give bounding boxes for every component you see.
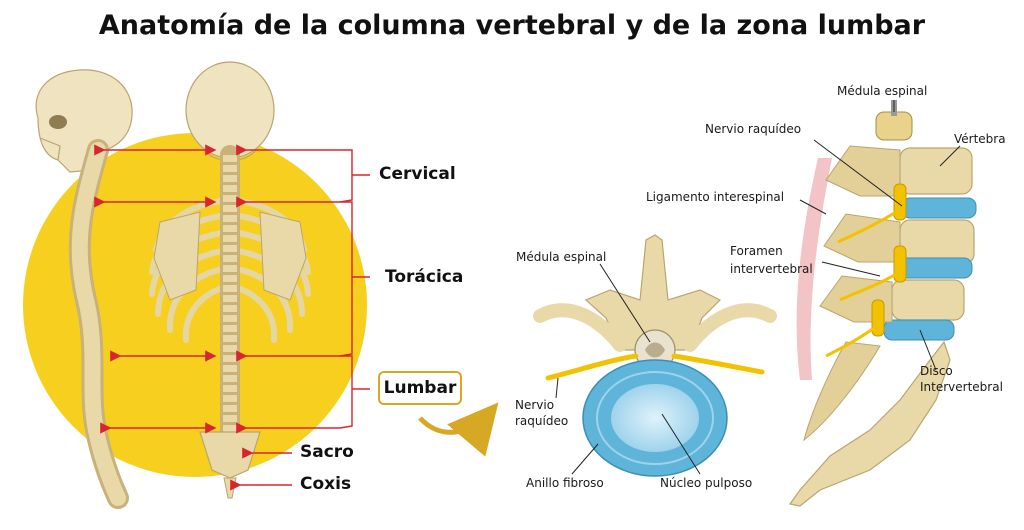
back-view-skeleton (149, 61, 311, 499)
label-vertebra: Vértebra (954, 132, 1006, 146)
vertebra-cross-section (533, 234, 777, 477)
label-annulus-fibrosus: Anillo fibroso (526, 476, 604, 490)
label-spinal-nerve-section-2: raquídeo (515, 414, 569, 428)
label-spinal-nerve-section-1: Nervio (515, 398, 555, 412)
label-spinal-nerve-lateral: Nervio raquídeo (705, 122, 802, 136)
label-disc-2: Intervertebral (920, 380, 1003, 394)
lumbar-zoom-arrow (418, 402, 499, 457)
label-disc-1: Disco (920, 364, 953, 378)
label-foramen-1: Foramen (730, 244, 783, 258)
label-interspinous-ligament: Ligamento interespinal (646, 190, 785, 204)
label-nucleus-pulposus: Núcleo pulposo (660, 476, 753, 490)
lumbar-lateral-view (788, 100, 977, 507)
label-spinal-cord-lateral: Médula espinal (837, 84, 928, 98)
region-label-lumbar: Lumbar (378, 371, 462, 405)
level-arrows (94, 144, 370, 491)
region-label-thoracic: Torácica (385, 267, 464, 287)
page-title: Anatomía de la columna vertebral y de la… (98, 10, 926, 41)
region-label-coccyx: Coxis (300, 474, 352, 494)
region-label-sacrum: Sacro (300, 442, 354, 462)
label-spinal-cord-section: Médula espinal (516, 250, 607, 264)
region-label-cervical: Cervical (379, 164, 456, 184)
label-foramen-2: intervertebral (730, 262, 813, 276)
